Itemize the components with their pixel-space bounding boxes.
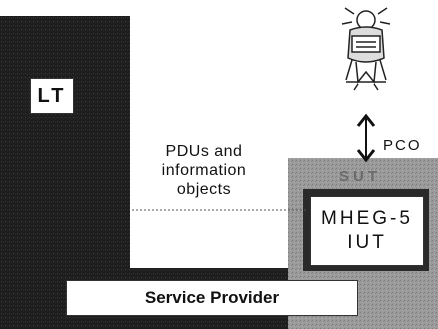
channel-label-line3: objects (138, 180, 270, 199)
operator-figure-icon (342, 8, 390, 90)
iut-label-line1: MHEG-5 (321, 207, 413, 231)
channel-label-line1: PDUs and (138, 142, 270, 161)
pco-label: PCO (383, 137, 422, 154)
double-arrow-icon (358, 116, 374, 160)
channel-label-line2: information (138, 161, 270, 180)
iut-box: MHEG-5 IUT (310, 196, 424, 266)
channel-label: PDUs and information objects (138, 142, 270, 199)
sut-label: SUT (300, 168, 420, 185)
lt-label: LT (30, 78, 74, 114)
iut-label-line2: IUT (347, 231, 387, 255)
service-provider-label: Service Provider (66, 280, 358, 316)
